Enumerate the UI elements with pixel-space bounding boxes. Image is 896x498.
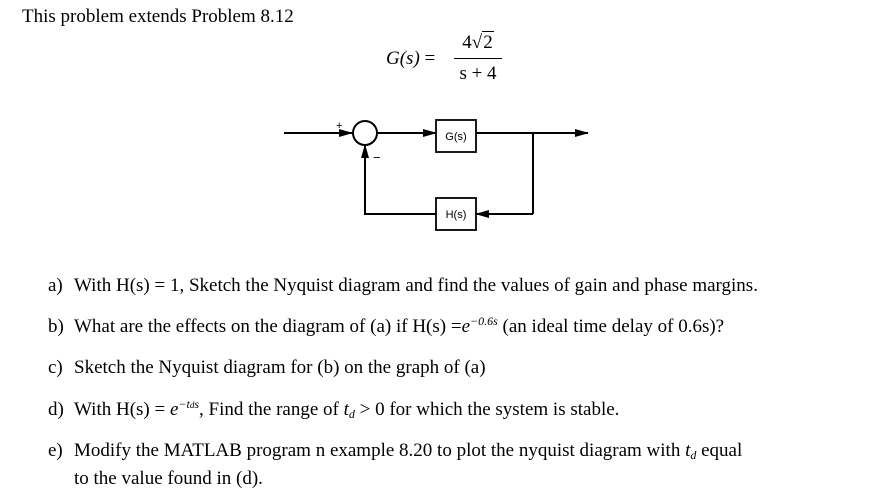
question-d: d)With H(s) = e−tds, Find the range of t… — [48, 397, 620, 421]
intro-text: This problem extends Problem 8.12 — [22, 6, 294, 27]
question-c: c)Sketch the Nyquist diagram for (b) on … — [48, 357, 486, 378]
minus-sign: − — [373, 150, 381, 165]
tf-fraction: 4√2 s + 4 — [454, 30, 502, 87]
g-block-label: G(s) — [445, 131, 466, 143]
plus-sign: + — [336, 120, 342, 132]
summing-junction — [352, 120, 378, 146]
fraction-bar — [454, 58, 502, 59]
feedback-line — [361, 144, 436, 215]
question-e-line2: to the value found in (d). — [74, 468, 263, 489]
tf-lhs: G(s) = — [386, 48, 436, 69]
question-b: b)What are the effects on the diagram of… — [48, 314, 725, 337]
g-block — [435, 119, 477, 153]
h-block-label: H(s) — [446, 209, 467, 221]
question-e: e)Modify the MATLAB program n example 8.… — [48, 440, 743, 462]
tf-denominator: s + 4 — [459, 63, 497, 84]
tf-numerator: 4√2 — [462, 31, 494, 53]
question-a: a)With H(s) = 1, Sketch the Nyquist diag… — [48, 275, 758, 296]
block-diagram: + − G(s) H(s) — [284, 119, 589, 231]
